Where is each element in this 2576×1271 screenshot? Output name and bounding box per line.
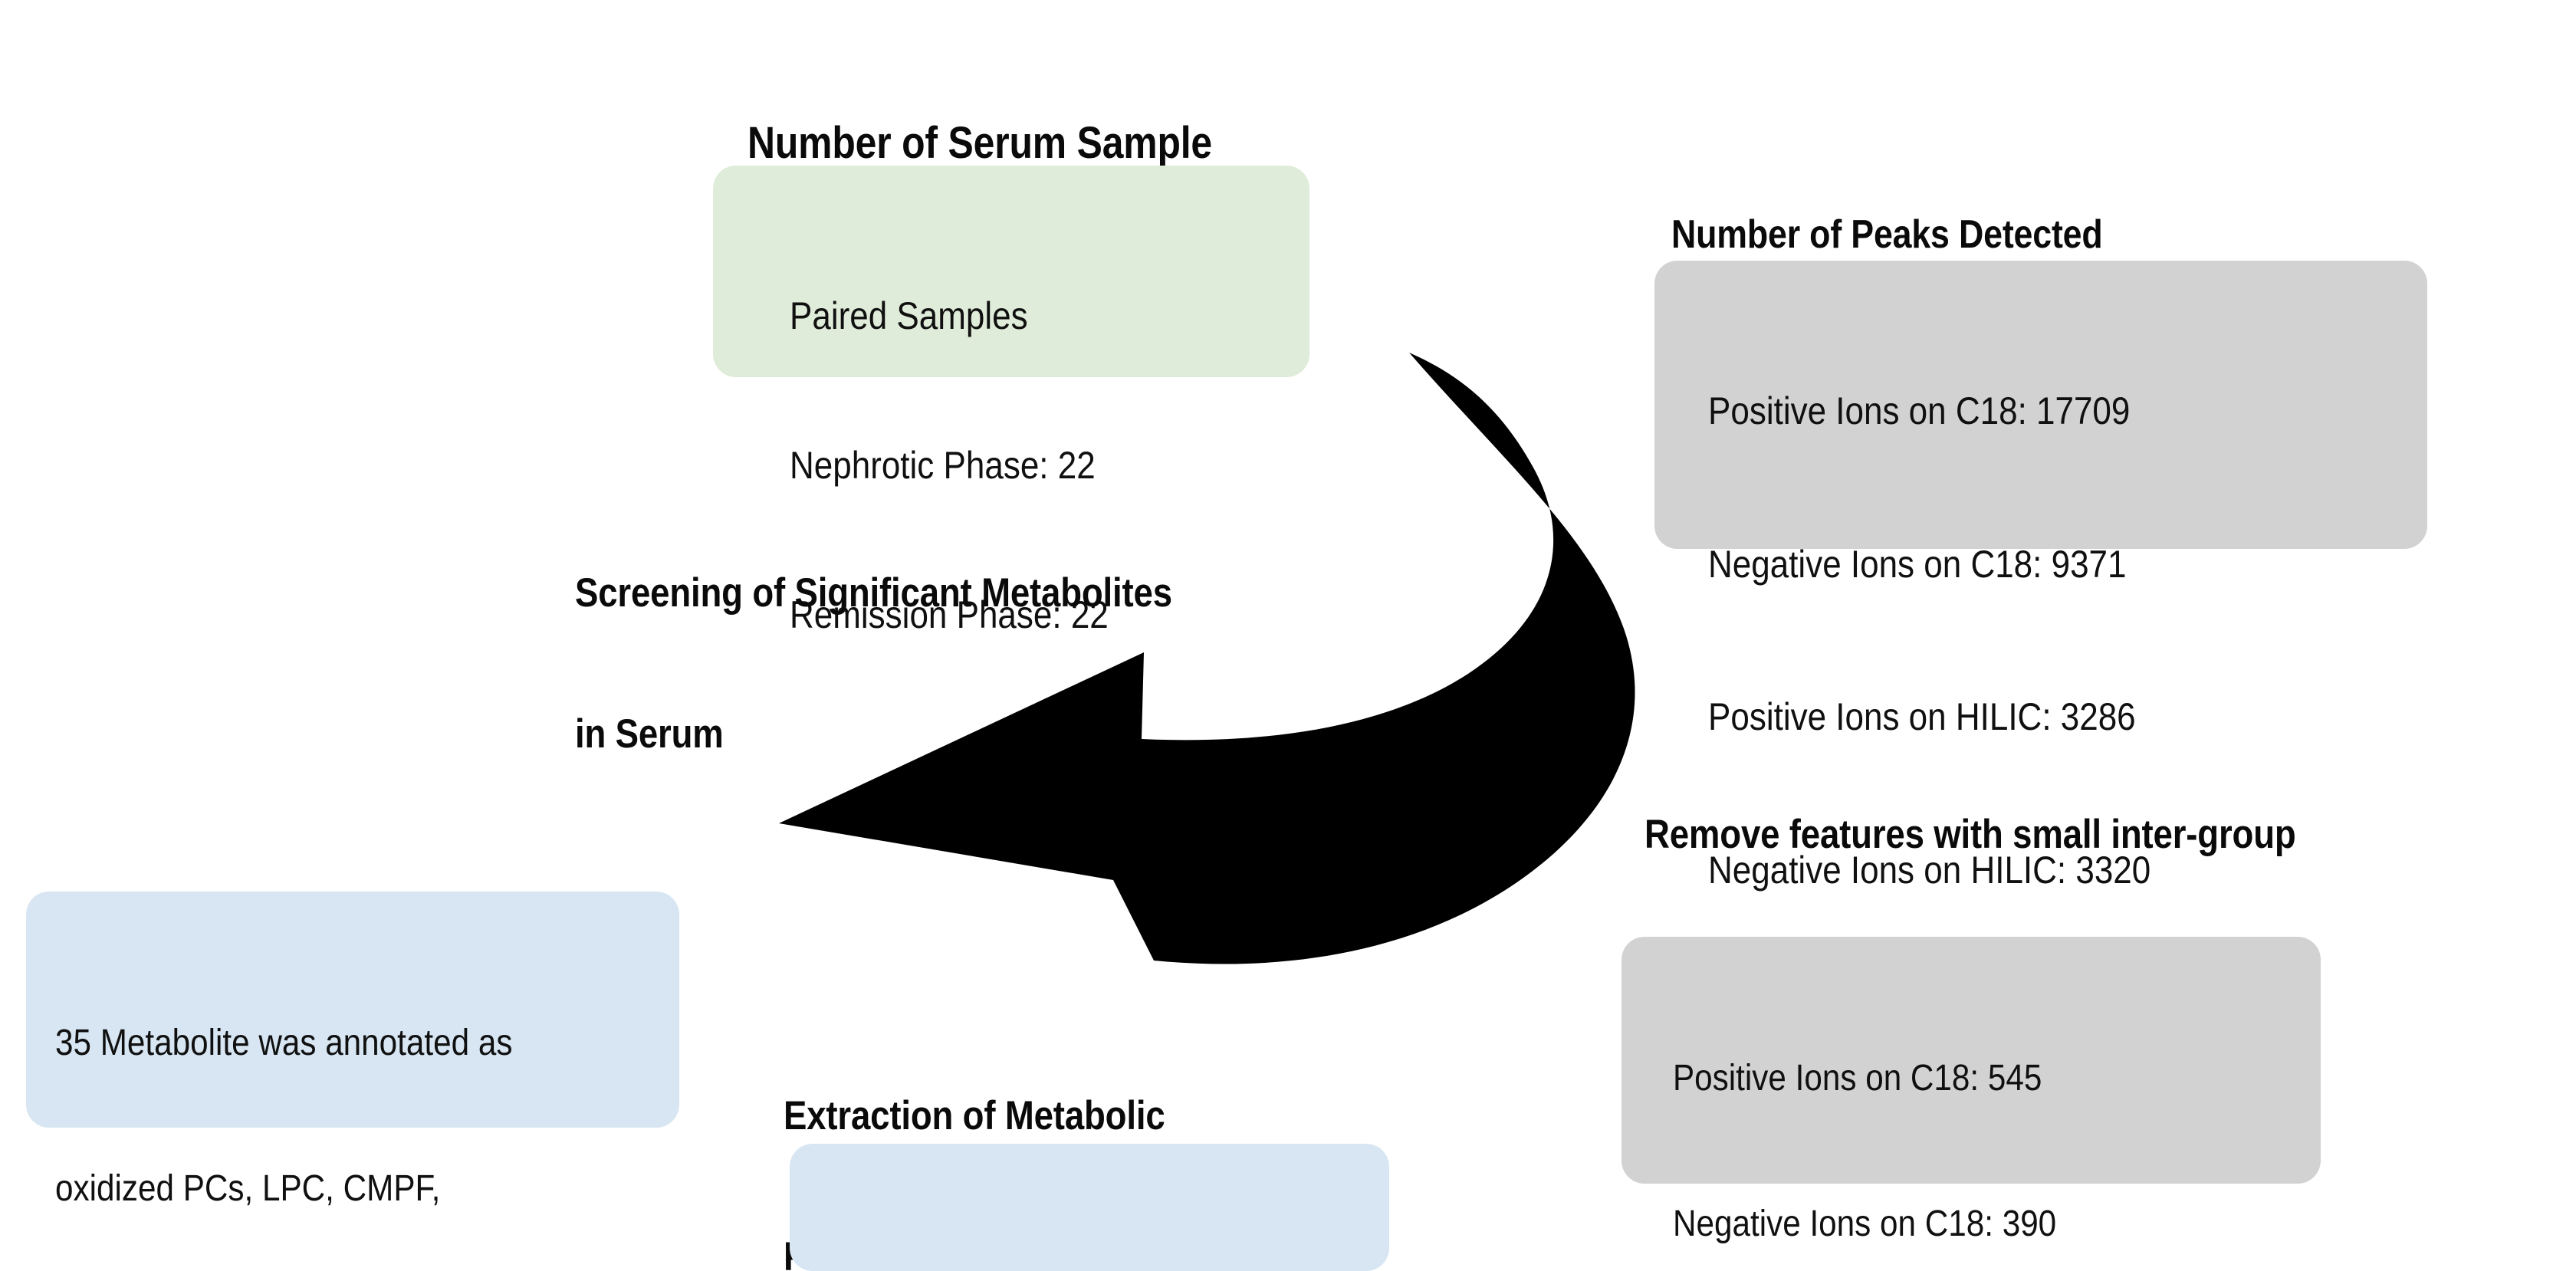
extraction-heading-line1: Extraction of Metabolic bbox=[784, 1092, 1165, 1138]
screening-heading-line2: in Serum bbox=[575, 711, 724, 757]
samples-card bbox=[713, 166, 1309, 377]
filtering-card-text: Positive Ions on C18: 545 Negative Ions … bbox=[1673, 957, 2280, 1271]
filtering-card-line2: Negative Ions on C18: 390 bbox=[1673, 1203, 2057, 1244]
screening-heading: Screening of Significant Metabolites in … bbox=[575, 475, 1432, 852]
peaks-card-line3: Positive Ions on HILIC: 3286 bbox=[1708, 695, 2136, 738]
peaks-card-line2: Negative Ions on C18: 9371 bbox=[1708, 542, 2127, 586]
samples-card-line1: Paired Samples bbox=[790, 294, 1028, 337]
extraction-card bbox=[790, 1144, 1389, 1271]
filtering-card bbox=[1622, 937, 2321, 1184]
peaks-card-line4: Negative Ions on HILIC: 3320 bbox=[1708, 848, 2151, 892]
annotation-card bbox=[26, 892, 679, 1128]
screening-heading-line1: Screening of Significant Metabolites bbox=[575, 570, 1172, 616]
annotation-card-line2: oxidized PCs, LPC, CMPF, bbox=[55, 1168, 441, 1209]
filtering-card-line1: Positive Ions on C18: 545 bbox=[1673, 1057, 2042, 1099]
peaks-card-line1: Positive Ions on C18: 17709 bbox=[1708, 389, 2131, 432]
annotation-card-text: 35 Metabolite was annotated as oxidized … bbox=[55, 921, 636, 1271]
filtering-heading-line1: Remove features with small inter-group bbox=[1644, 811, 2296, 857]
extraction-card-text: 75 Metabolic Features bbox=[814, 1173, 1340, 1271]
annotation-card-line1: 35 Metabolite was annotated as bbox=[55, 1022, 513, 1063]
peaks-card-text: Positive Ions on C18: 17709 Negative Ion… bbox=[1708, 284, 2383, 997]
peaks-heading-line1: Number of Peaks Detected bbox=[1671, 212, 2103, 257]
samples-heading-line1: Number of Serum Sample bbox=[748, 117, 1213, 168]
peaks-card bbox=[1654, 261, 2427, 549]
